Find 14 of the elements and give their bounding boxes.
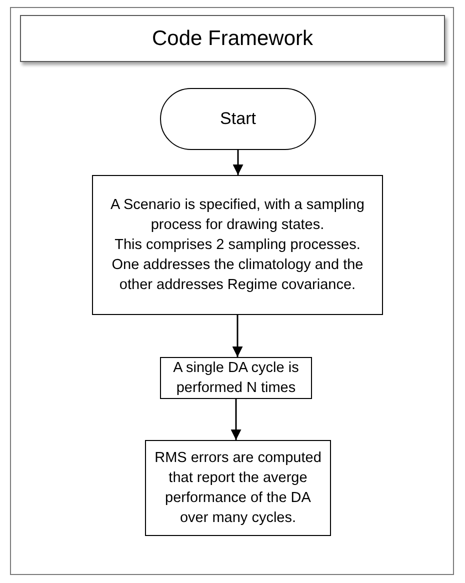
node-text: A single DA cycle is performed N times (172, 359, 300, 398)
node-text: Start (220, 108, 256, 130)
node-text: One addresses the climatology and the other addresses Regime covariance. (110, 256, 364, 295)
node-text: This comprises 2 sampling processes. (114, 236, 360, 255)
process-box (160, 357, 312, 399)
process-box (92, 175, 383, 315)
node-text: RMS errors are computed that report the averge performance of the DA over many cycles. (154, 449, 322, 528)
node-text: Code Framework (152, 26, 314, 52)
node-text: A Scenario is specified, with a sampling process for drawing states. (110, 196, 366, 235)
arrow (232, 150, 244, 175)
title-box (20, 15, 445, 62)
arrow (230, 399, 242, 440)
process-box (145, 440, 331, 536)
arrow (232, 315, 243, 357)
